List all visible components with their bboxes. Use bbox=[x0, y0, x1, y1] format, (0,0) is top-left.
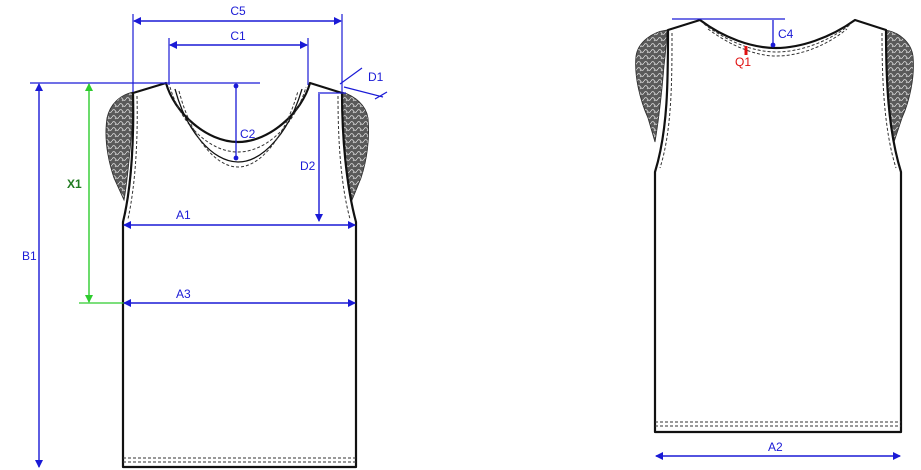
c2-dot-bottom bbox=[233, 155, 239, 161]
front-neck-trim-1 bbox=[169, 86, 307, 153]
front-left-armhole-stitch bbox=[127, 95, 138, 220]
label-c4: C4 bbox=[778, 27, 794, 41]
c2-dot-top bbox=[233, 83, 239, 89]
front-body-outline bbox=[121, 81, 358, 469]
label-a1: A1 bbox=[176, 208, 191, 222]
front-view: C5 C1 D1 C2 D2 A1 X1 A3 B1 bbox=[22, 4, 388, 469]
back-view: C4 Q1 A2 bbox=[635, 18, 914, 460]
back-body-outline bbox=[653, 18, 903, 434]
label-c1: C1 bbox=[230, 29, 246, 43]
c4-dot bbox=[770, 42, 776, 48]
front-right-armhole-stitch bbox=[337, 95, 351, 220]
label-q1: Q1 bbox=[735, 55, 751, 69]
label-b1: B1 bbox=[22, 249, 37, 263]
back-neck-trim-1 bbox=[703, 23, 852, 53]
d1-tick-a bbox=[339, 67, 363, 85]
d1-tick-b bbox=[374, 91, 388, 100]
front-neck-trim-3 bbox=[178, 90, 299, 168]
label-a3: A3 bbox=[176, 287, 191, 301]
label-d1: D1 bbox=[368, 70, 384, 84]
label-c5: C5 bbox=[230, 4, 246, 18]
back-left-armhole-stitch bbox=[659, 32, 673, 169]
back-left-lace-sleeve bbox=[635, 29, 668, 143]
label-x1: X1 bbox=[67, 177, 82, 191]
d1-dimension-line bbox=[343, 86, 384, 98]
back-right-armhole-stitch bbox=[881, 32, 897, 169]
label-a2: A2 bbox=[768, 440, 783, 454]
front-neck-trim-2 bbox=[174, 88, 303, 163]
label-c2: C2 bbox=[240, 127, 256, 141]
back-neck-trim-2 bbox=[707, 28, 848, 57]
label-d2: D2 bbox=[300, 159, 316, 173]
